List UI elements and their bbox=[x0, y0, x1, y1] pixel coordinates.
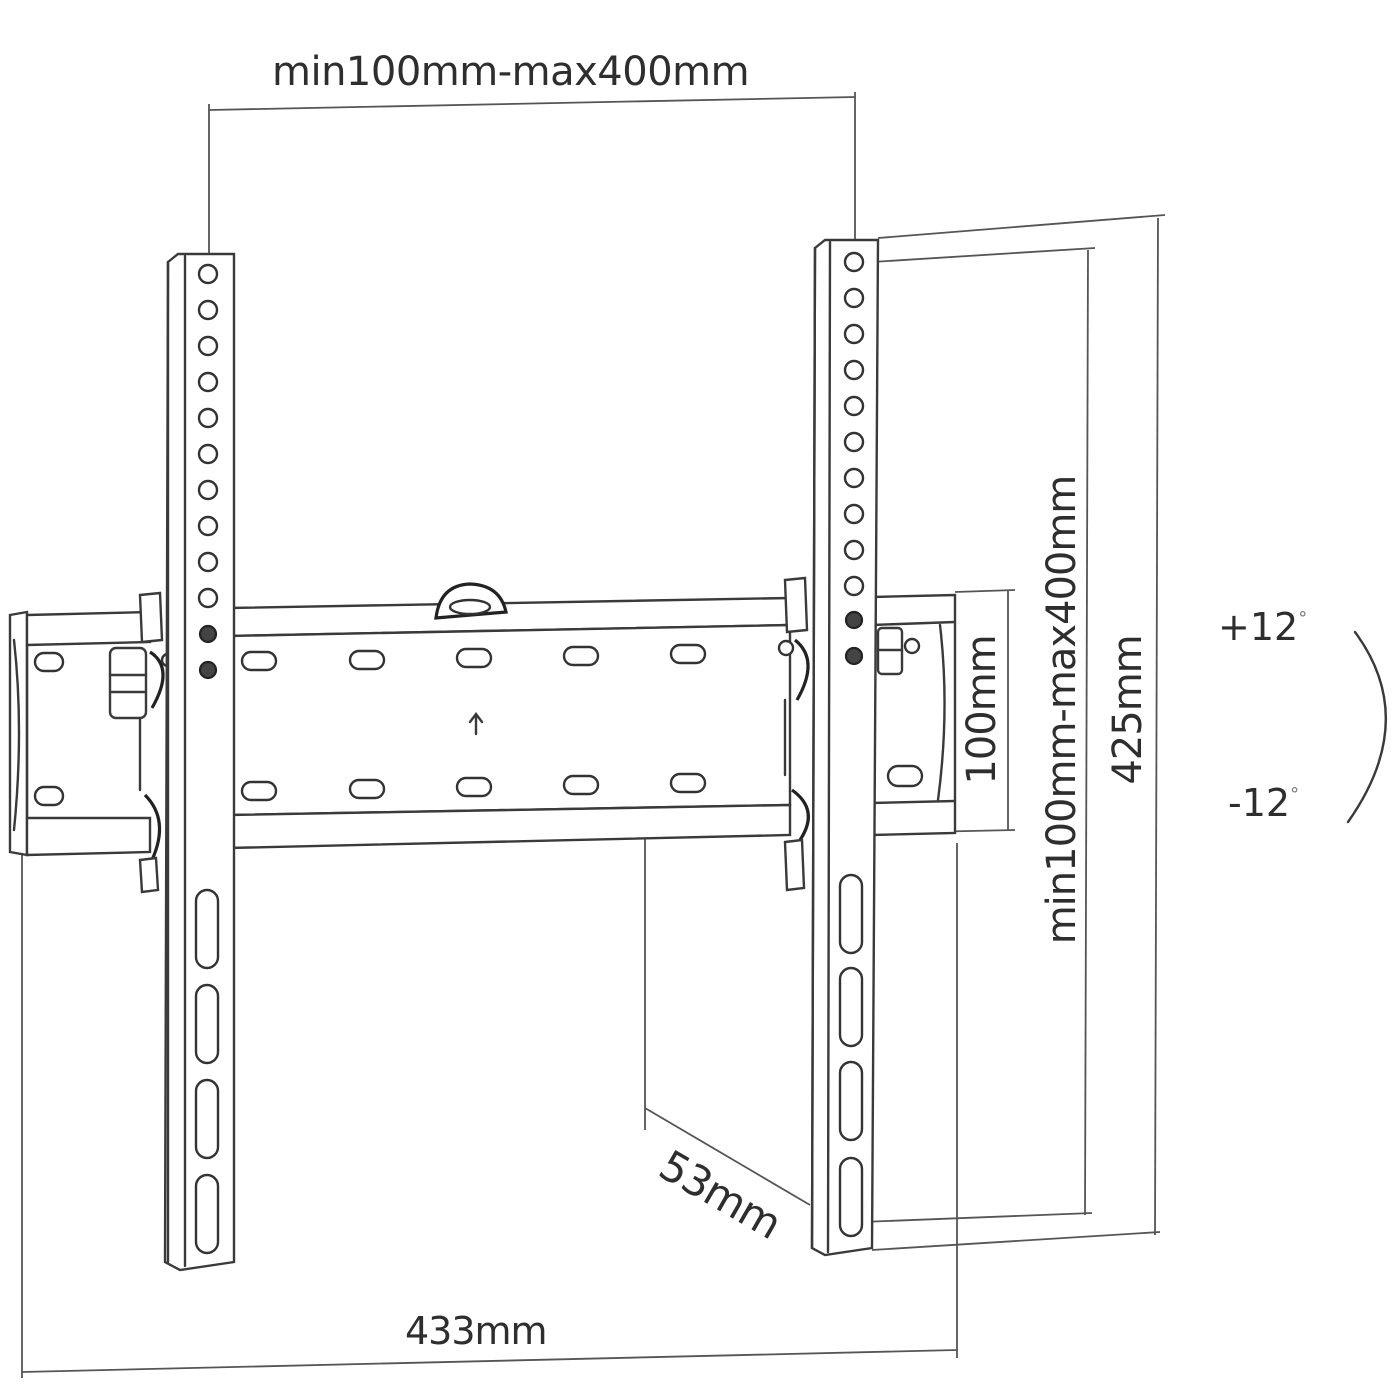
degree-symbol: ° bbox=[1290, 784, 1300, 805]
right-tilt-knob bbox=[777, 576, 810, 892]
overall-height-label: 425mm bbox=[1105, 635, 1151, 785]
left-tilt-knob bbox=[108, 591, 176, 894]
tilt-down-label: -12° bbox=[1228, 784, 1299, 822]
dim-line-depth bbox=[644, 812, 811, 1206]
overall-width-label: 433mm bbox=[405, 1309, 548, 1353]
left-arm bbox=[163, 252, 236, 1272]
vesa-horizontal-label: min100mm-max400mm bbox=[272, 49, 750, 95]
up-arrow-mark bbox=[468, 712, 484, 736]
right-arm bbox=[810, 238, 880, 1257]
tilt-down-value: -12 bbox=[1228, 781, 1291, 825]
tv-crossbar bbox=[226, 582, 792, 850]
dim-line-vesa-horizontal bbox=[208, 92, 856, 255]
dim-line-vesa-vertical bbox=[861, 247, 1096, 1223]
tilt-up-value: +12 bbox=[1218, 605, 1299, 649]
tilt-arc bbox=[1346, 630, 1388, 824]
plate-height-label: 100mm bbox=[959, 635, 1005, 785]
tilt-up-label: +12° bbox=[1218, 608, 1307, 646]
dim-line-overall-width bbox=[21, 843, 958, 1378]
wall-plate bbox=[8, 593, 957, 857]
degree-symbol: ° bbox=[1298, 608, 1308, 629]
dim-line-overall-height bbox=[871, 214, 1166, 1251]
vesa-vertical-label: min100mm-max400mm bbox=[1039, 475, 1085, 945]
